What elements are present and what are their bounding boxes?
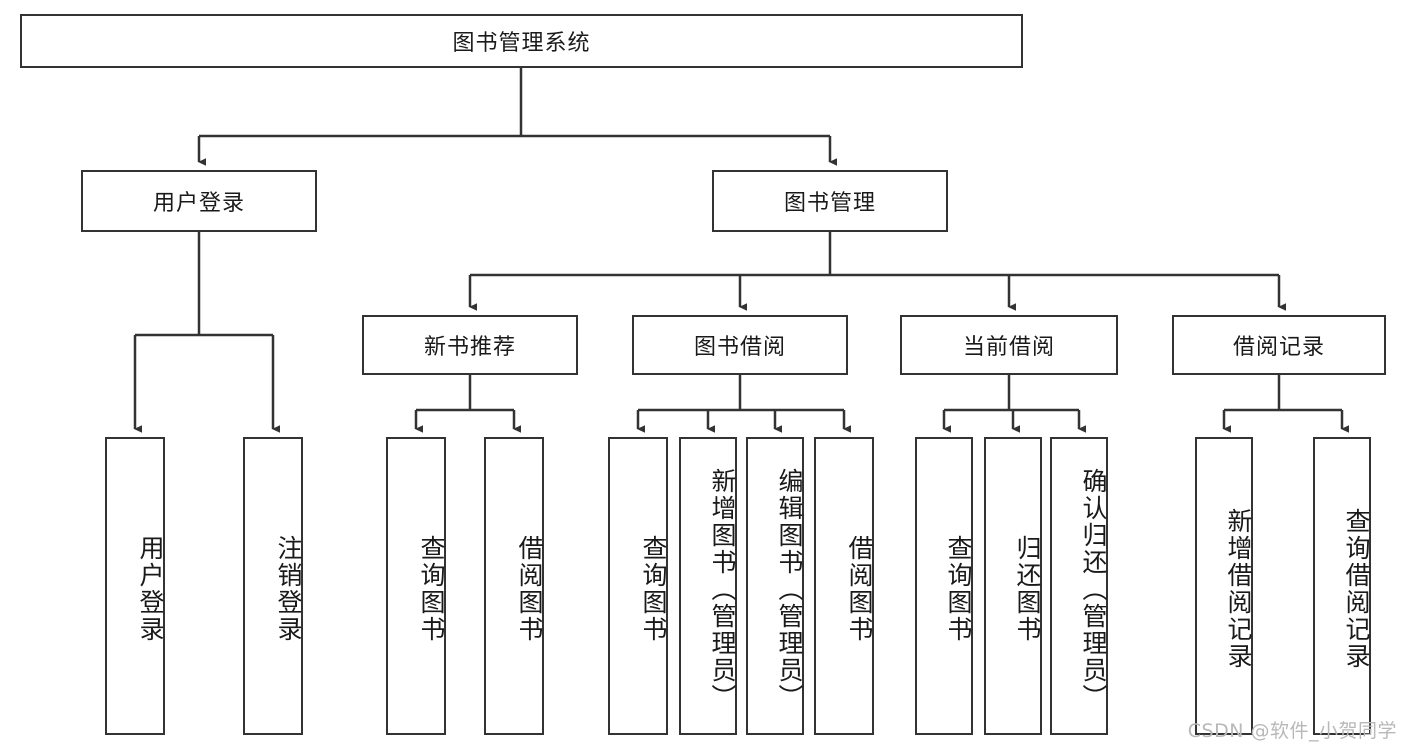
node-borrow-record-label: 借阅记录 [1232, 335, 1325, 360]
node-root[interactable]: 图书管理系统 [20, 14, 1023, 68]
leaf-logout-login[interactable]: 注销登录 [243, 437, 303, 735]
node-borrow-record[interactable]: 借阅记录 [1172, 315, 1386, 375]
leaf-add-borrow-record[interactable]: 新增借阅记录 [1195, 437, 1253, 735]
leaf-label: 借阅图书 [515, 535, 544, 643]
leaf-confirm-return-admin[interactable]: 确认归还（管理员） [1050, 437, 1108, 735]
leaf-label: 查询借阅记录 [1342, 508, 1371, 670]
node-new-book-recommend[interactable]: 新书推荐 [362, 315, 578, 375]
leaf-label: 新增图书（管理员） [708, 467, 737, 711]
leaf-label: 注销登录 [274, 535, 303, 643]
leaf-label: 查询图书 [417, 535, 446, 643]
leaf-label: 用户登录 [136, 535, 165, 643]
watermark: CSDN @软件_小贺同学 [1187, 720, 1397, 742]
leaf-query-book-current[interactable]: 查询图书 [915, 437, 973, 735]
leaf-label: 编辑图书（管理员） [775, 467, 804, 711]
leaf-label: 新增借阅记录 [1224, 508, 1253, 670]
node-current-borrow-label: 当前借阅 [962, 335, 1055, 360]
node-book-management-label: 图书管理 [783, 191, 876, 216]
leaf-borrow-book[interactable]: 借阅图书 [814, 437, 874, 735]
node-current-borrow[interactable]: 当前借阅 [900, 315, 1118, 375]
node-book-borrow-label: 图书借阅 [693, 335, 786, 360]
leaf-borrow-book-recommend[interactable]: 借阅图书 [484, 437, 544, 735]
node-new-book-recommend-label: 新书推荐 [423, 335, 516, 360]
leaf-edit-book-admin[interactable]: 编辑图书（管理员） [746, 437, 804, 735]
leaf-query-borrow-record[interactable]: 查询借阅记录 [1313, 437, 1371, 735]
node-book-borrow[interactable]: 图书借阅 [632, 315, 848, 375]
node-user-login-label: 用户登录 [152, 191, 245, 216]
leaf-label: 确认归还（管理员） [1079, 467, 1108, 711]
node-root-label: 图书管理系统 [452, 31, 591, 56]
leaf-query-book-borrow[interactable]: 查询图书 [608, 437, 668, 735]
leaf-user-login[interactable]: 用户登录 [105, 437, 165, 735]
leaf-label: 借阅图书 [845, 535, 874, 643]
node-book-management[interactable]: 图书管理 [712, 170, 948, 232]
leaf-label: 查询图书 [639, 535, 668, 643]
leaf-query-book-recommend[interactable]: 查询图书 [386, 437, 446, 735]
node-user-login[interactable]: 用户登录 [81, 170, 317, 232]
leaf-label: 归还图书 [1013, 535, 1042, 643]
leaf-add-book-admin[interactable]: 新增图书（管理员） [679, 437, 737, 735]
leaf-return-book[interactable]: 归还图书 [984, 437, 1042, 735]
leaf-label: 查询图书 [944, 535, 973, 643]
